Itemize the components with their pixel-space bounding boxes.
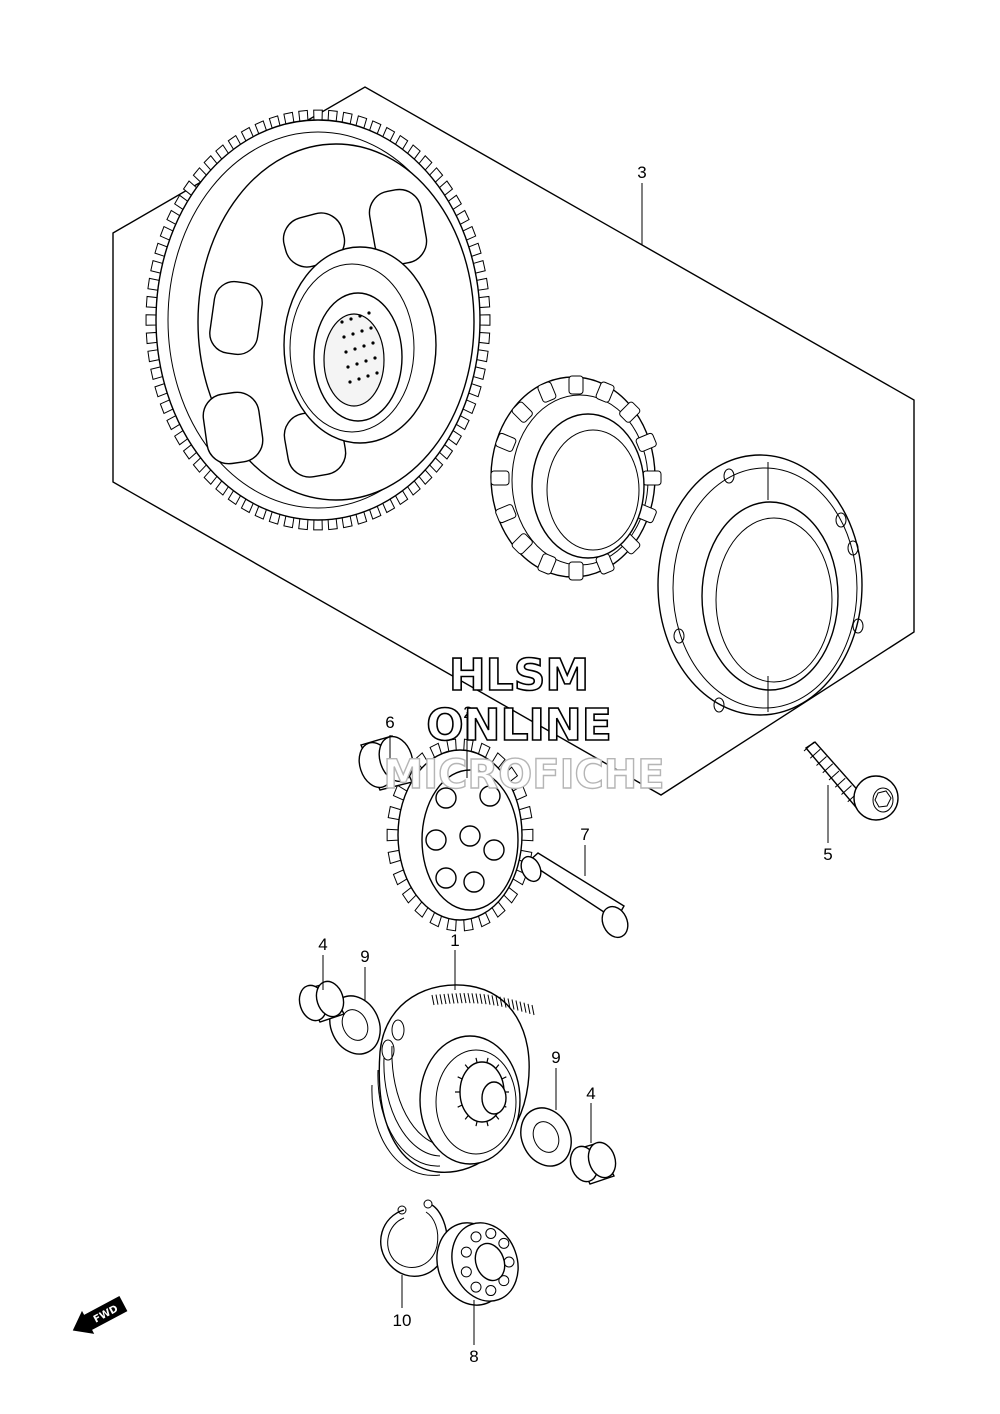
bushing-right[interactable] (566, 1139, 620, 1185)
callout-2: 2 (463, 703, 472, 722)
callout-4-right: 4 (586, 1084, 595, 1103)
idle-gear-bushing[interactable] (354, 732, 419, 792)
starter-torque-limiter[interactable] (371, 984, 535, 1176)
callout-9-left: 9 (360, 947, 369, 966)
callout-5: 5 (823, 845, 832, 864)
callout-labels: 3 6 2 5 7 1 4 9 9 4 10 8 (318, 163, 832, 1366)
callout-7: 7 (580, 825, 589, 844)
idle-gear-shaft[interactable] (517, 852, 632, 942)
clutch-housing-ring[interactable] (657, 454, 864, 716)
bushing-left[interactable] (295, 978, 348, 1024)
starter-clutch-gear[interactable] (145, 109, 491, 531)
watermark-line-1: HLSM (449, 650, 589, 701)
callout-3: 3 (637, 163, 646, 182)
one-way-clutch[interactable] (490, 375, 662, 581)
callout-1: 1 (450, 931, 459, 950)
callout-4-left: 4 (318, 935, 327, 954)
forward-arrow-icon (72, 1296, 128, 1334)
idle-gear[interactable] (386, 738, 534, 932)
watermark-line-3: MICROFICHE (383, 752, 664, 798)
callout-6: 6 (385, 713, 394, 732)
washer-right[interactable] (512, 1100, 581, 1175)
callout-10: 10 (393, 1311, 412, 1330)
forward-direction-badge: FWD (72, 1296, 128, 1334)
ball-bearing[interactable] (426, 1213, 529, 1315)
hex-socket-bolt[interactable] (803, 741, 899, 821)
callout-8: 8 (469, 1347, 478, 1366)
callout-9-right: 9 (551, 1048, 560, 1067)
circlip[interactable] (380, 1199, 448, 1277)
assembly-outline-box (112, 86, 915, 796)
watermark-line-2: ONLINE (426, 700, 612, 751)
watermark: HLSM ONLINE MICROFICHE (383, 649, 666, 799)
leader-lines (322, 183, 829, 1345)
